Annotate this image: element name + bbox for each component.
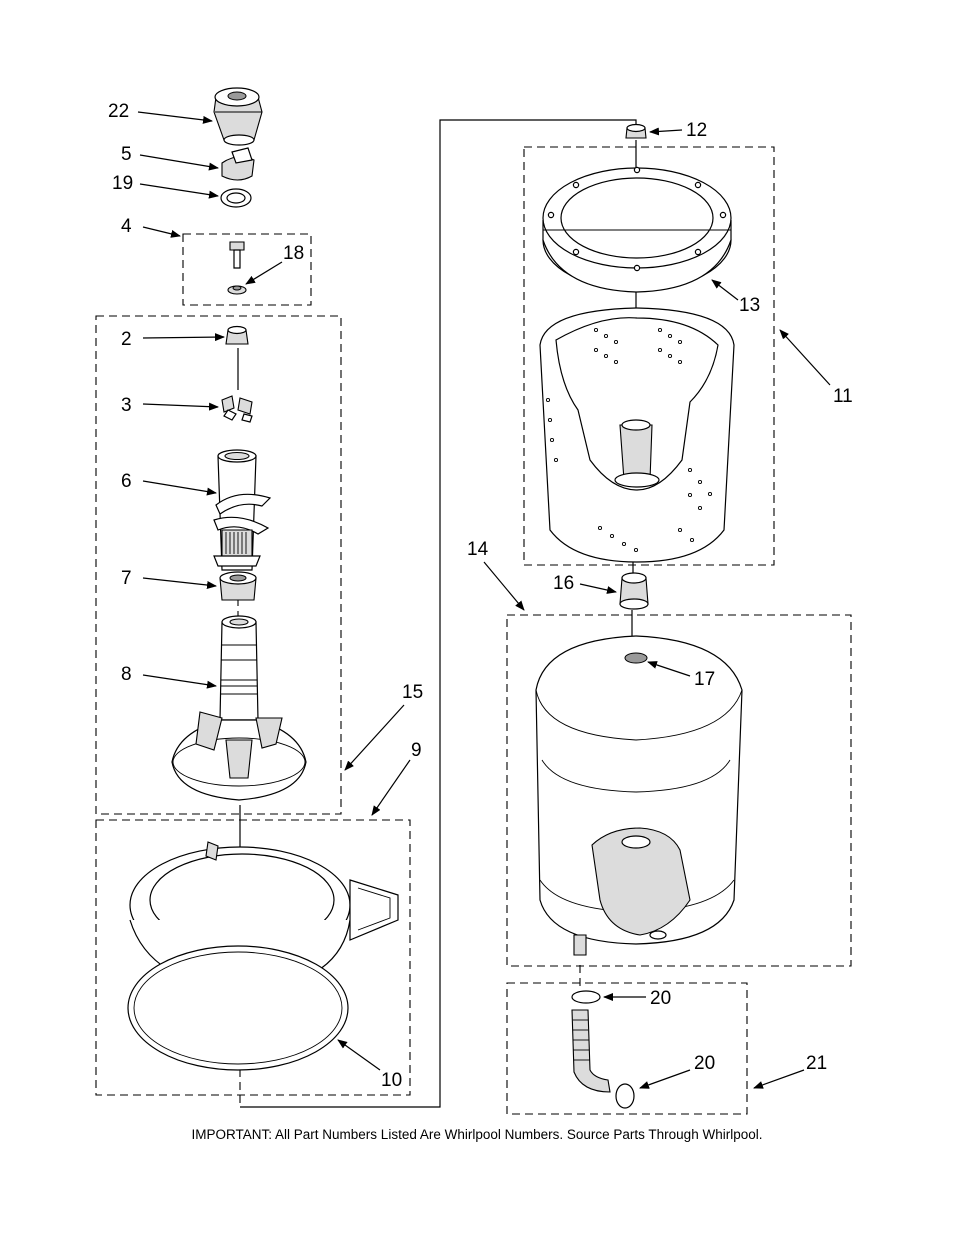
assembly-connector-line xyxy=(240,119,637,1108)
part-3-dogs xyxy=(221,395,253,423)
label-part-11: 11 xyxy=(833,386,853,407)
group-box-9 xyxy=(95,819,411,1096)
group-box-21 xyxy=(506,982,748,1115)
label-part-2: 2 xyxy=(121,329,132,350)
footer-note: IMPORTANT: All Part Numbers Listed Are W… xyxy=(191,1127,763,1142)
part-10-gasket xyxy=(127,945,349,1071)
label-part-12: 12 xyxy=(686,120,707,141)
label-part-9: 9 xyxy=(411,740,422,761)
part-11-basket xyxy=(539,307,735,563)
label-part-5: 5 xyxy=(121,144,132,165)
part-4-bolt xyxy=(229,241,245,269)
part-16-hub xyxy=(619,572,649,610)
part-18-washer xyxy=(227,285,247,295)
part-14-outer-tub xyxy=(535,635,743,956)
part-20-clamp xyxy=(571,990,601,1004)
label-part-3: 3 xyxy=(121,395,132,416)
part-13-balance-ring xyxy=(542,166,732,293)
label-part-20-hose: 20 xyxy=(694,1053,715,1074)
leader-lines xyxy=(137,111,831,1089)
label-part-4: 4 xyxy=(121,216,132,237)
part-12-nut xyxy=(625,123,647,139)
label-part-21: 21 xyxy=(806,1053,827,1074)
label-part-16: 16 xyxy=(553,573,574,594)
part-7-coupling xyxy=(219,571,257,601)
group-box-14 xyxy=(506,614,852,967)
group-box-15 xyxy=(95,315,342,815)
label-part-17: 17 xyxy=(694,669,715,690)
part-5-cam xyxy=(221,147,255,181)
label-part-6: 6 xyxy=(121,471,132,492)
label-part-19: 19 xyxy=(112,173,133,194)
group-box-4 xyxy=(182,233,312,306)
label-part-14: 14 xyxy=(467,539,489,560)
label-part-7: 7 xyxy=(121,568,132,589)
label-part-20-clamp: 20 xyxy=(650,988,671,1009)
part-20-hose xyxy=(571,1009,635,1109)
part-22-agitator-cap xyxy=(213,87,263,146)
part-19-seal xyxy=(220,188,252,208)
group-box-11 xyxy=(523,146,775,566)
basket-perforations xyxy=(545,327,713,553)
label-part-13: 13 xyxy=(739,295,760,316)
part-2-retainer xyxy=(225,325,249,345)
part-8-shaft-base xyxy=(171,615,307,801)
label-part-15: 15 xyxy=(402,682,423,703)
part-6-agitator xyxy=(213,449,272,571)
label-part-18: 18 xyxy=(283,243,304,264)
label-part-22: 22 xyxy=(108,101,129,122)
label-part-8: 8 xyxy=(121,664,132,685)
label-part-10: 10 xyxy=(381,1070,402,1091)
